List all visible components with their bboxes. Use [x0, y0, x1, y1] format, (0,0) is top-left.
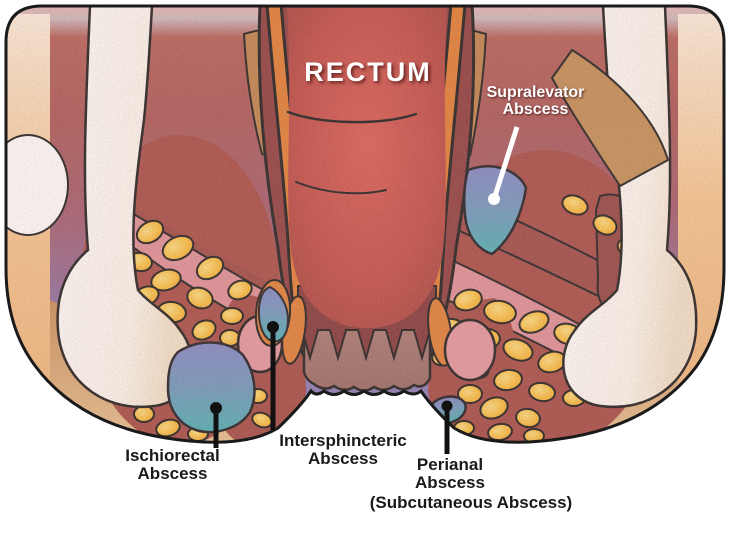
intersphincteric-marker-dot — [267, 321, 279, 333]
supralevator-marker-dot — [488, 193, 500, 205]
ischiorectal-marker-dot — [210, 402, 222, 414]
body-outline — [4, 4, 726, 444]
supralevator-leader-line — [492, 126, 520, 197]
perianal-marker-dot — [441, 400, 453, 412]
leader-lines — [210, 126, 520, 454]
